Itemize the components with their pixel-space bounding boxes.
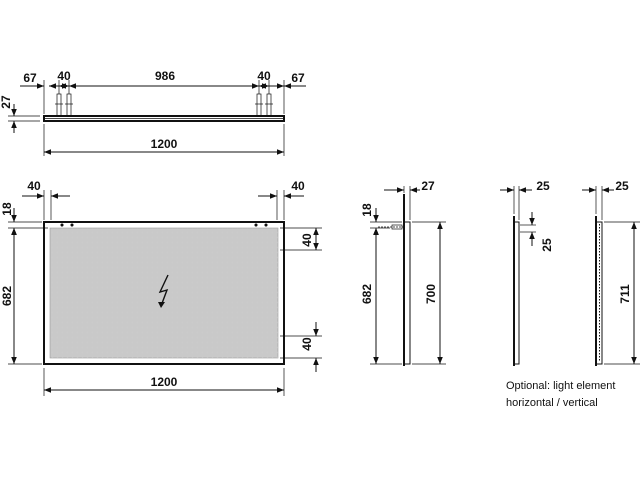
- note-line-1: Optional: light element: [506, 380, 615, 392]
- dim-side-27: 27: [421, 179, 435, 193]
- side-view: 27 18 682 700: [360, 179, 446, 366]
- bracket-left: [55, 93, 73, 117]
- lightning-icon: [158, 274, 169, 308]
- dim-front-left-40: 40: [27, 179, 41, 193]
- top-view: 67 40 986 40 67 27 1200: [0, 69, 306, 156]
- dim-top-right-67: 67: [291, 71, 305, 85]
- front-view: 40 40 18 682 40 40 1200: [0, 179, 322, 396]
- light-strip-dots: [50, 228, 278, 358]
- optional-light-vertical: 25 711: [582, 179, 640, 366]
- dim-front-18: 18: [0, 202, 14, 216]
- optional-light-horizontal: 25 25: [500, 179, 554, 366]
- dim-front-682: 682: [0, 286, 14, 306]
- dim-opt-a-25-top: 25: [536, 179, 550, 193]
- dim-top-right-40: 40: [257, 69, 271, 83]
- dim-side-18: 18: [360, 203, 374, 217]
- note-line-2: horizontal / vertical: [506, 397, 598, 409]
- dim-side-700: 700: [424, 284, 438, 304]
- dim-front-1200: 1200: [151, 375, 178, 389]
- side-bracket: [391, 224, 403, 230]
- dim-side-682: 682: [360, 284, 374, 304]
- dim-front-right-40: 40: [291, 179, 305, 193]
- dim-top-27: 27: [0, 95, 13, 109]
- dim-opt-b-25-top: 25: [615, 179, 629, 193]
- top-view-profile: [43, 115, 285, 122]
- dim-front-right-upper-40: 40: [300, 233, 314, 247]
- dim-top-left-40: 40: [57, 69, 71, 83]
- dim-opt-b-711: 711: [618, 284, 632, 304]
- dim-opt-a-25-side: 25: [540, 238, 554, 252]
- bracket-right: [255, 93, 273, 117]
- dim-top-986: 986: [155, 69, 175, 83]
- dim-top-1200: 1200: [151, 137, 178, 151]
- dim-front-right-lower-40: 40: [300, 337, 314, 351]
- dim-top-left-67: 67: [23, 71, 37, 85]
- side-profile-body: [405, 221, 411, 365]
